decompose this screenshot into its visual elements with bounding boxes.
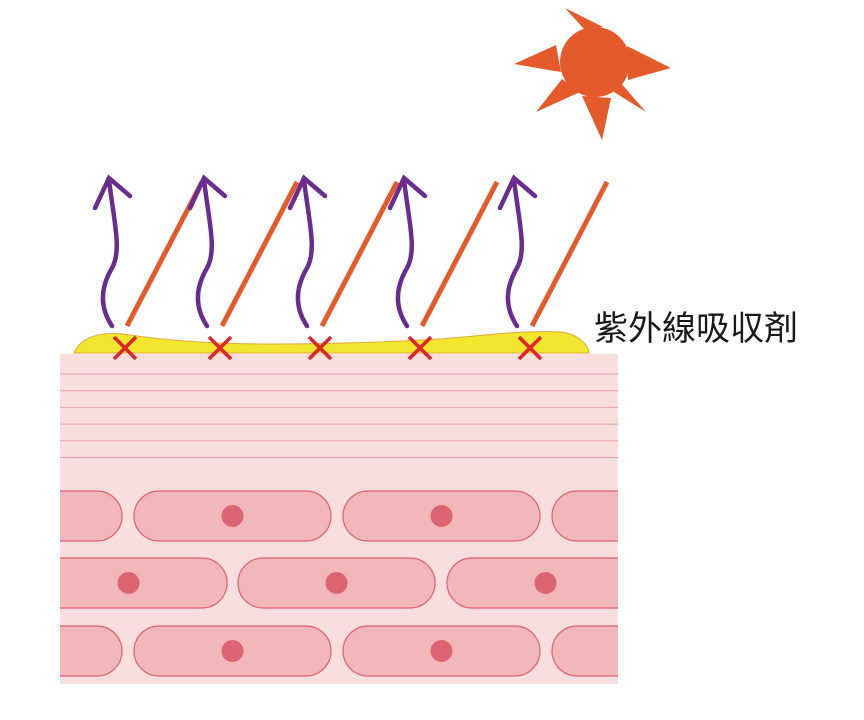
uv-ray (419, 180, 500, 328)
uv-ray (319, 180, 400, 328)
cell-nucleus (221, 640, 244, 662)
wavy-up-arrow-icon (287, 174, 328, 329)
skin-cell (551, 625, 662, 677)
cross-mark-icon (112, 335, 138, 361)
cell-nucleus (640, 640, 662, 662)
cell-nucleus (325, 572, 348, 594)
skin-cell (446, 557, 618, 609)
uv-rays (92, 174, 610, 361)
wavy-up-arrow-icon (92, 174, 133, 329)
cross-mark-icon (307, 335, 333, 361)
cell-nucleus (640, 505, 662, 527)
skin-cross-section (13, 354, 662, 684)
skin-cell (237, 557, 436, 609)
skin-cell (342, 625, 541, 677)
cell-nucleus (13, 640, 35, 662)
cell-nucleus (117, 572, 140, 594)
wavy-up-arrow-icon (187, 174, 228, 329)
cell-nucleus (430, 640, 453, 662)
uv-absorber-label: 紫外線吸収剤 (594, 309, 798, 349)
uv-ray (219, 180, 300, 328)
cell-nucleus (13, 505, 35, 527)
cross-mark-icon (517, 335, 543, 361)
cross-mark-icon (407, 335, 433, 361)
skin-cell (551, 490, 662, 542)
skin-cell (60, 557, 228, 609)
skin-cell (133, 490, 332, 542)
cell-nucleus (221, 505, 244, 527)
cross-mark-icon (207, 335, 233, 361)
skin-cell (133, 625, 332, 677)
skin-cell (342, 490, 541, 542)
uv-absorber-layer (73, 331, 590, 354)
skin-cell (13, 625, 123, 677)
stratum-corneum-lines (60, 373, 618, 458)
wavy-up-arrow-icon (387, 174, 428, 329)
uv-ray (529, 180, 610, 328)
skin-cell (13, 490, 123, 542)
skin-cells (13, 490, 662, 677)
cell-nucleus (430, 505, 453, 527)
sun-icon (514, 8, 671, 140)
wavy-up-arrow-icon (497, 174, 538, 329)
cell-nucleus (534, 572, 557, 594)
